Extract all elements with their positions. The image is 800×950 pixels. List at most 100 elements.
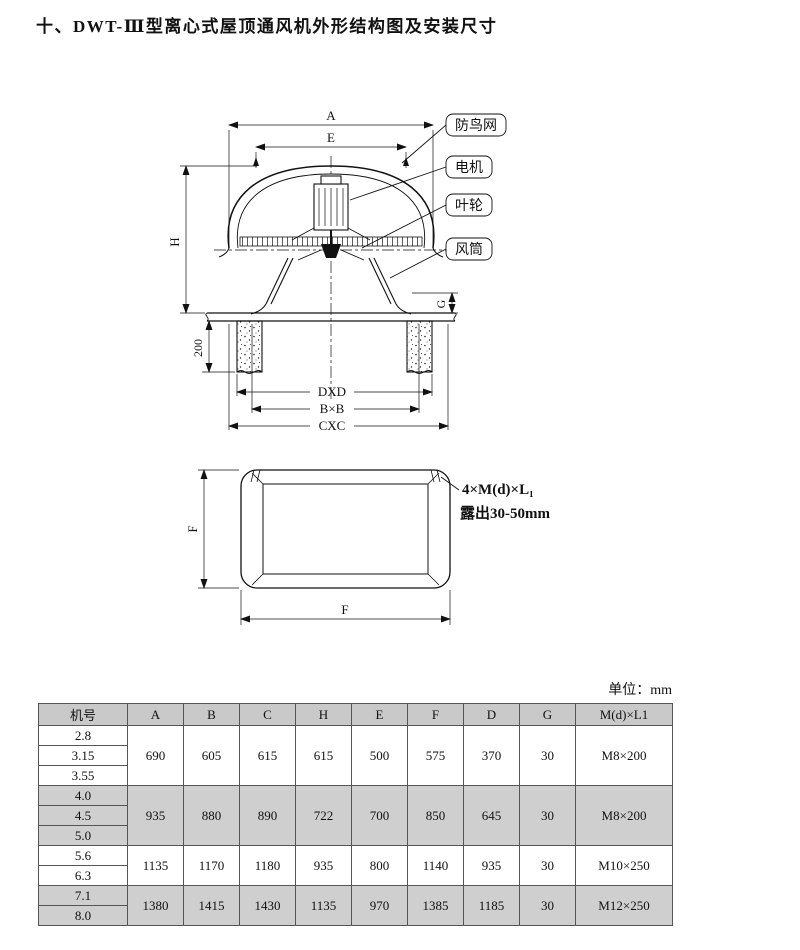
value-cell: 1430 [239,885,296,926]
plan-view-diagram: F F 4×M(d)×L₁ 露出30-50mm [185,469,550,625]
dimension-table: 机号 A B C H E F D G M(d)×L1 2.8 690 605 6… [38,703,673,926]
value-cell: 30 [519,885,576,926]
value-cell: 1415 [183,885,240,926]
value-cell: 1380 [127,885,184,926]
model-cell: 2.8 [38,725,128,746]
value-cell: 575 [407,725,464,786]
dim-a-label: A [326,108,336,123]
bolt-slots [250,469,441,483]
value-cell: 500 [351,725,408,786]
dim-f-left-label: F [185,525,200,532]
model-cell: 3.55 [38,765,128,786]
dim-bxb-label: B×B [320,401,345,416]
bolt-note: 4×M(d)×L₁ 露出30-50mm [460,482,550,522]
impeller-hub [321,244,341,258]
dim-e-label: E [327,130,335,145]
header-cell: C [239,703,296,726]
value-cell: 615 [295,725,352,786]
base-frame-outline [240,469,451,589]
front-view-diagram: 防鸟网 电机 叶轮 风筒 A E H G 200 DXD B×B CXC [167,108,507,433]
value-cell: 1385 [407,885,464,926]
value-cell: 1170 [183,845,240,886]
model-cell: 4.5 [38,805,128,826]
value-cell: 1185 [463,885,520,926]
value-cell: M8×200 [575,785,673,846]
value-cell: 970 [351,885,408,926]
value-cell: 722 [295,785,352,846]
header-cell: G [519,703,576,726]
header-cell: H [295,703,352,726]
callout-leaders [349,113,507,279]
bolt-note-leader [440,476,460,491]
value-cell: 700 [351,785,408,846]
value-cell: 690 [127,725,184,786]
dim-cxc-label: CXC [319,418,346,433]
value-cell: 1135 [295,885,352,926]
model-cell: 7.1 [38,885,128,906]
value-cell: 935 [295,845,352,886]
dim-200-label: 200 [191,339,205,357]
value-cell: 30 [519,785,576,846]
model-cell: 6.3 [38,865,128,886]
table-row: 7.1 1380 1415 1430 1135 970 1385 1185 30… [38,885,673,926]
model-cell: 8.0 [38,905,128,926]
duct-cone [265,257,397,305]
dim-dxd-label: DXD [318,384,346,399]
header-cell: F [407,703,464,726]
value-cell: 935 [463,845,520,886]
model-cell: 5.0 [38,825,128,846]
dim-h-label: H [167,237,182,246]
table-row: 3.15 [38,745,673,766]
model-cell: 4.0 [38,785,128,806]
bird-net-callout: 防鸟网 [455,118,497,134]
bolt-note-line1: 4×M(d)×L₁ [462,482,534,498]
value-cell: 1180 [239,845,296,886]
model-cell: 3.15 [38,745,128,766]
value-cell: 850 [407,785,464,846]
value-cell: 645 [463,785,520,846]
model-cell: 5.6 [38,845,128,866]
value-cell: M10×250 [575,845,673,886]
curb-left [236,320,263,373]
front-view-labels: 防鸟网 电机 叶轮 风筒 A E H G 200 DXD B×B CXC [167,108,497,433]
dim-g-label: G [434,299,448,308]
impeller-callout: 叶轮 [455,198,483,214]
plan-dim-labels: F F [185,525,349,617]
header-cell: 机号 [38,703,128,726]
header-cell: E [351,703,408,726]
header-cell: D [463,703,520,726]
header-cell: A [127,703,184,726]
curb-right [406,320,433,373]
fan-outline [205,165,457,374]
plan-dimension-lines [198,469,460,625]
value-cell: 30 [519,725,576,786]
value-cell: 890 [239,785,296,846]
motor-callout: 电机 [455,160,483,176]
bolt-note-line2: 露出30-50mm [460,504,550,522]
unit-label: 单位：mm [608,683,672,698]
value-cell: 605 [183,725,240,786]
duct-callout: 风筒 [455,241,483,258]
dim-f-bottom-label: F [341,602,348,617]
value-cell: M12×250 [575,885,673,926]
table-row: 2.8 690 605 615 615 500 575 370 30 M8×20… [38,725,673,786]
table-row: 3.55 [38,765,673,786]
value-cell: 1135 [127,845,184,886]
table-header-row: 机号 A B C H E F D G M(d)×L1 [38,703,673,726]
value-cell: 880 [183,785,240,846]
page-title: 十、DWT-Ⅲ型离心式屋顶通风机外形结构图及安装尺寸 [36,17,498,36]
value-cell: 800 [351,845,408,886]
table-row: 4.5 [38,805,673,826]
value-cell: M8×200 [575,725,673,786]
header-cell: M(d)×L1 [575,703,673,726]
header-cell: B [183,703,240,726]
value-cell: 1140 [407,845,464,886]
dimension-lines [180,121,458,430]
value-cell: 935 [127,785,184,846]
table-row: 8.0 [38,905,673,926]
value-cell: 615 [239,725,296,786]
table-row: 5.6 1135 1170 1180 935 800 1140 935 30 M… [38,845,673,886]
value-cell: 30 [519,845,576,886]
table-row: 4.0 935 880 890 722 700 850 645 30 M8×20… [38,785,673,846]
